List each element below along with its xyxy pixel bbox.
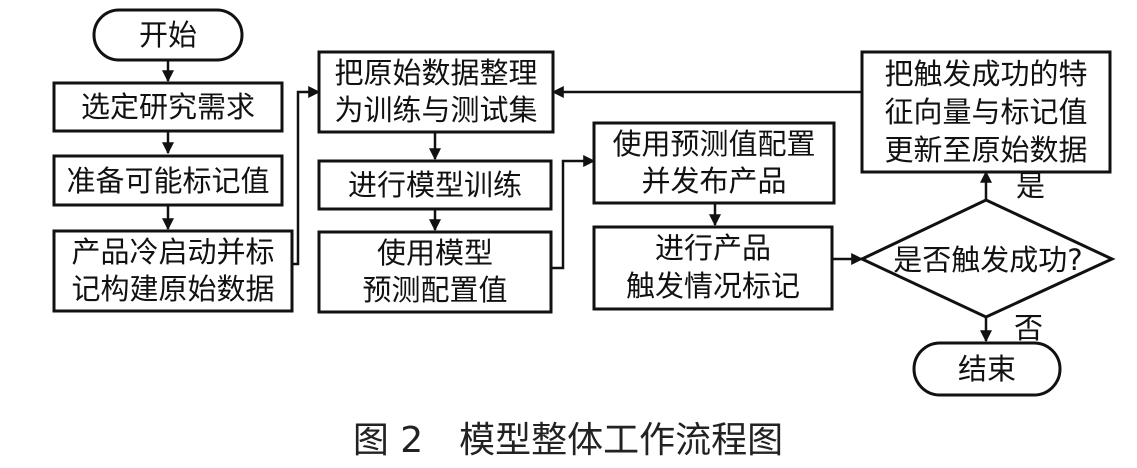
arrow-predict-to-publish [551, 155, 596, 270]
trigger-mark-line-1: 进行产品 [655, 231, 771, 265]
select-requirement-label: 选定研究需求 [81, 90, 255, 124]
organize-data-box: 把原始数据整理 为训练与测试集 [317, 50, 555, 134]
update-line-1: 把触发成功的特 [884, 57, 1087, 91]
organize-line-2: 为训练与测试集 [334, 93, 537, 127]
end-node: 结束 [912, 341, 1062, 397]
publish-line-1: 使用预测值配置 [612, 127, 815, 161]
yes-label: 是 [1016, 169, 1045, 203]
decision-diamond: 是否触发成功? [858, 198, 1116, 319]
cold-start-line-1: 产品冷启动并标 [71, 235, 274, 269]
update-line-2: 征向量与标记值 [884, 95, 1087, 129]
prepare-label-box: 准备可能标记值 [52, 154, 284, 207]
select-requirement-box: 选定研究需求 [52, 81, 284, 133]
predict-config-box: 使用模型 预测配置值 [317, 230, 553, 314]
publish-product-box: 使用预测值配置 并发布产品 [592, 121, 836, 205]
end-label: 结束 [958, 352, 1016, 386]
start-label: 开始 [139, 18, 197, 52]
update-line-3: 更新至原始数据 [884, 133, 1087, 167]
prepare-label-text: 准备可能标记值 [66, 164, 269, 198]
decision-label: 是否触发成功? [893, 243, 1082, 277]
update-data-box: 把触发成功的特 征向量与标记值 更新至原始数据 [860, 50, 1112, 174]
cold-start-line-2: 记构建原始数据 [71, 272, 274, 306]
no-label: 否 [1014, 311, 1043, 345]
connectors [162, 60, 992, 343]
train-model-box: 进行模型训练 [317, 159, 553, 211]
predict-line-2: 预测配置值 [362, 273, 507, 307]
trigger-mark-box: 进行产品 触发情况标记 [592, 225, 834, 311]
trigger-mark-line-2: 触发情况标记 [626, 269, 800, 303]
publish-line-2: 并发布产品 [641, 164, 786, 198]
start-node: 开始 [92, 8, 244, 62]
train-model-label: 进行模型训练 [348, 168, 522, 202]
predict-line-1: 使用模型 [377, 236, 493, 270]
figure-caption: 图 2 模型整体工作流程图 [353, 420, 783, 461]
arrow-cold-to-organize [292, 86, 321, 266]
cold-start-box: 产品冷启动并标 记构建原始数据 [52, 229, 294, 313]
organize-line-1: 把原始数据整理 [334, 56, 537, 90]
